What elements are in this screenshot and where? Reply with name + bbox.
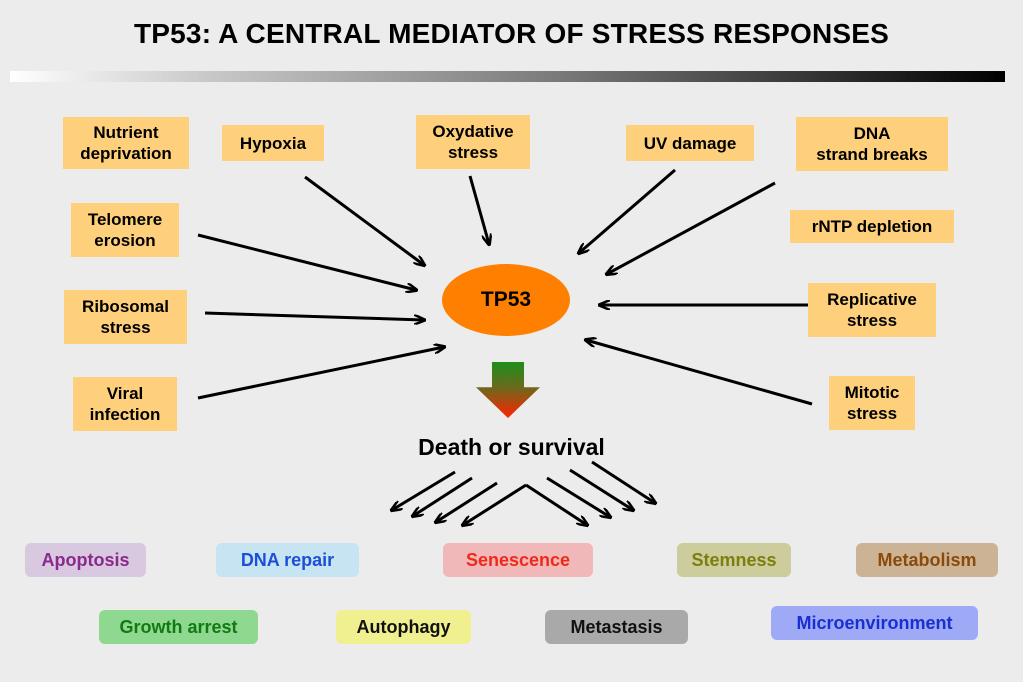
stress-dna-strand-breaks: DNA strand breaks xyxy=(796,117,948,171)
arrow-mitotic xyxy=(586,340,813,406)
response-apoptosis: Apoptosis xyxy=(25,543,146,577)
stress-nutrient-deprivation: Nutrient deprivation xyxy=(63,117,189,169)
stress-ribosomal: Ribosomal stress xyxy=(64,290,187,344)
arrow-viral xyxy=(197,347,444,400)
stress-mitotic: Mitotic stress xyxy=(829,376,915,430)
page-title: TP53: A CENTRAL MEDIATOR OF STRESS RESPO… xyxy=(133,18,890,49)
arrow-telomere xyxy=(197,233,416,290)
arrow-oxidative xyxy=(468,175,489,244)
arrow-out-6 xyxy=(546,476,610,517)
response-stemness: Stemness xyxy=(677,543,791,577)
response-senescence: Senescence xyxy=(443,543,593,577)
response-growth-arrest: Growth arrest xyxy=(99,610,258,644)
arrow-dna xyxy=(607,181,776,274)
stress-replicative: Replicative stress xyxy=(808,283,936,337)
response-autophagy: Autophagy xyxy=(336,610,471,644)
response-microenvironment: Microenvironment xyxy=(771,606,978,640)
arrow-out-7 xyxy=(569,468,633,510)
stress-viral-infection: Viral infection xyxy=(73,377,177,431)
arrow-out-8 xyxy=(591,460,655,503)
stress-hypoxia: Hypoxia xyxy=(222,125,324,161)
arrow-out-2 xyxy=(413,476,473,516)
arrow-hypoxia xyxy=(304,175,424,265)
stress-uv-damage: UV damage xyxy=(626,125,754,161)
stress-telomere-erosion: Telomere erosion xyxy=(71,203,179,257)
arrow-out-4 xyxy=(463,483,527,525)
stress-rntp-depletion: rNTP depletion xyxy=(790,210,954,243)
response-metastasis: Metastasis xyxy=(545,610,688,644)
response-dna-repair: DNA repair xyxy=(216,543,359,577)
arrow-uv xyxy=(579,168,676,253)
response-metabolism: Metabolism xyxy=(856,543,998,577)
title-divider xyxy=(10,71,1005,82)
outcome-label: Death or survival xyxy=(418,434,605,460)
arrow-out-5 xyxy=(525,483,587,525)
arrow-out-3 xyxy=(436,481,498,522)
tp53-node: TP53 xyxy=(442,264,570,336)
arrow-ribosomal xyxy=(204,311,424,320)
stress-oxidative: Oxydative stress xyxy=(416,115,530,169)
arrow-out-1 xyxy=(392,470,456,510)
